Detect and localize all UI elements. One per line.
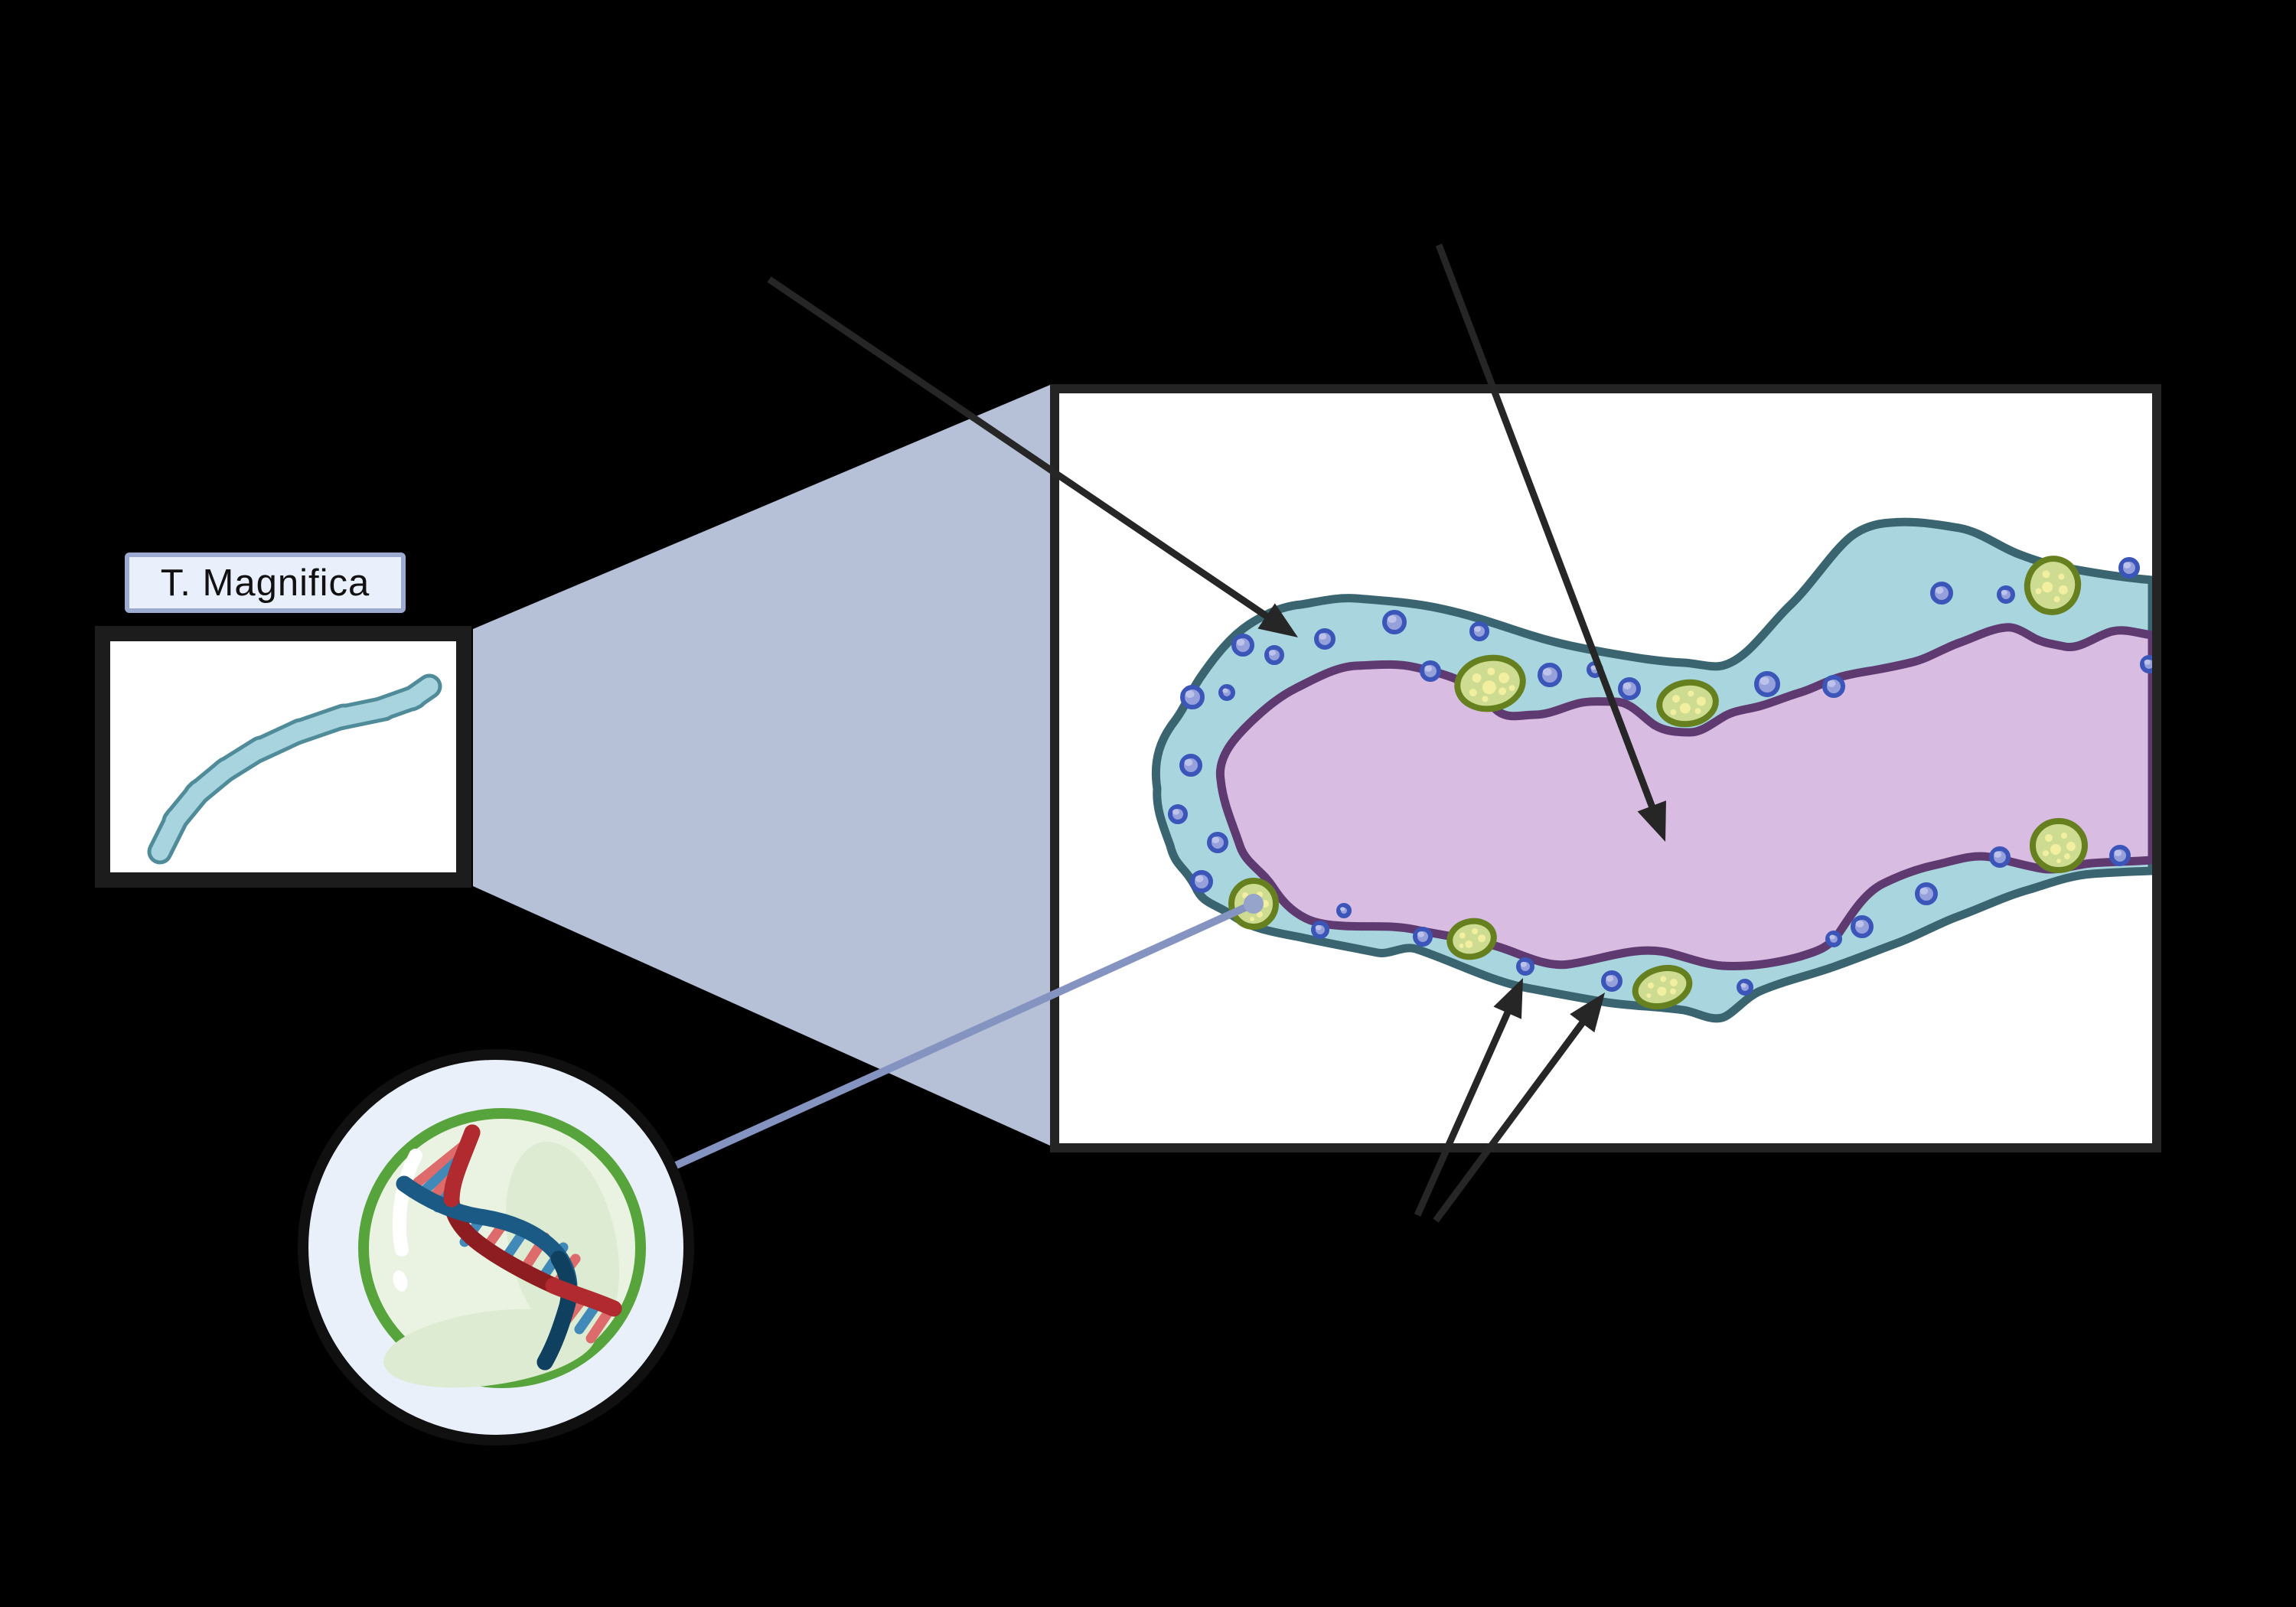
granule-highlight xyxy=(2144,659,2151,665)
granule-highlight xyxy=(1919,887,1929,895)
granule-highlight xyxy=(1315,924,1322,931)
granule-highlight xyxy=(2001,589,2007,595)
granule-highlight xyxy=(1319,633,1327,640)
pepin-organelle xyxy=(2030,818,2088,873)
pepin-speckle xyxy=(1471,927,1478,934)
granule-highlight xyxy=(1935,586,1944,594)
pepin-speckle xyxy=(2043,850,2049,856)
granule-highlight xyxy=(1520,961,1527,967)
magnifier-cone xyxy=(473,385,1050,1146)
filament-illustration xyxy=(147,673,442,865)
granule-highlight xyxy=(1855,920,1864,927)
granule-highlight xyxy=(2114,849,2122,856)
granule-highlight xyxy=(1623,682,1632,689)
pepin-speckle xyxy=(1694,708,1701,715)
pepin-organelle xyxy=(1446,918,1497,960)
granule-highlight xyxy=(1760,676,1769,686)
granule-highlight xyxy=(1590,665,1596,670)
thumbnail-panel xyxy=(95,626,471,888)
granule-highlight xyxy=(1827,680,1836,687)
cross-section-illustration xyxy=(1151,517,2152,1023)
granule-highlight xyxy=(2123,562,2131,569)
pepin-speckle xyxy=(2056,859,2061,863)
granule-highlight xyxy=(1222,688,1228,693)
pepin-speckle xyxy=(2035,588,2042,595)
granule-highlight xyxy=(1236,638,1245,646)
pepin-speckle xyxy=(1478,934,1486,943)
pepin-speckle xyxy=(2061,833,2067,839)
pepin-speckle xyxy=(1657,986,1667,996)
pepin-speckle xyxy=(2058,585,2068,595)
pepin-speckle xyxy=(1669,978,1678,986)
pepin-organelle xyxy=(1228,878,1279,930)
granule-highlight xyxy=(1829,934,1835,940)
granule-highlight xyxy=(1994,851,2002,858)
pepin-organelle xyxy=(2024,556,2082,615)
granule-highlight xyxy=(1269,650,1276,656)
pepin-organelle xyxy=(1632,965,1693,1009)
pepin-speckle xyxy=(1257,911,1263,918)
pepin-speckle xyxy=(1465,940,1473,948)
granule-highlight xyxy=(1387,615,1397,624)
pepin-speckle xyxy=(1688,690,1694,697)
pepin-speckle xyxy=(2050,844,2061,855)
pepin-speckle xyxy=(1669,988,1676,995)
granule-highlight xyxy=(1212,836,1220,843)
pepin-speckle xyxy=(2042,570,2050,579)
granule-highlight xyxy=(1417,931,1424,937)
granule-highlight xyxy=(1474,626,1481,632)
pepin-speckle xyxy=(1459,943,1464,948)
pepin-speckle xyxy=(1696,696,1706,706)
species-label-text: T. Magnifica xyxy=(160,562,370,604)
pepin-speckle xyxy=(1261,900,1269,908)
pepin-speckle xyxy=(2066,842,2076,851)
species-label: T. Magnifica xyxy=(125,553,406,613)
granule-highlight xyxy=(1184,758,1193,766)
pepin-organelle xyxy=(1656,679,1719,728)
pepin-speckle xyxy=(1670,709,1677,715)
pepin-speckle xyxy=(1672,695,1681,703)
pepin-speckle xyxy=(2045,834,2053,842)
pepin-speckle xyxy=(1240,905,1246,911)
pepin-speckle xyxy=(2042,582,2053,593)
pepin-speckle xyxy=(2053,596,2060,603)
granule-highlight xyxy=(1740,983,1746,988)
pepin-speckle xyxy=(1679,702,1691,714)
cross-section-panel xyxy=(1050,384,2161,1152)
pepin-speckle xyxy=(1459,932,1466,939)
pepin-speckle xyxy=(1242,892,1248,898)
pepin-speckle xyxy=(2058,573,2065,580)
granule-highlight xyxy=(1424,665,1433,672)
filament-segment xyxy=(403,677,439,708)
granule-highlight xyxy=(1340,907,1345,911)
granule-highlight xyxy=(1542,668,1552,676)
granule-highlight xyxy=(1185,690,1195,699)
pepin-speckle xyxy=(1660,976,1667,983)
pepin-speckle xyxy=(1250,917,1254,921)
granule-highlight xyxy=(1172,809,1179,815)
granule-highlight xyxy=(1606,975,1614,982)
pepin-speckle xyxy=(1257,892,1263,898)
granule-highlight xyxy=(1195,875,1204,882)
pepin-speckle xyxy=(2064,853,2070,859)
pepin-speckle xyxy=(1646,993,1652,998)
pepin-speckle xyxy=(1647,982,1654,989)
